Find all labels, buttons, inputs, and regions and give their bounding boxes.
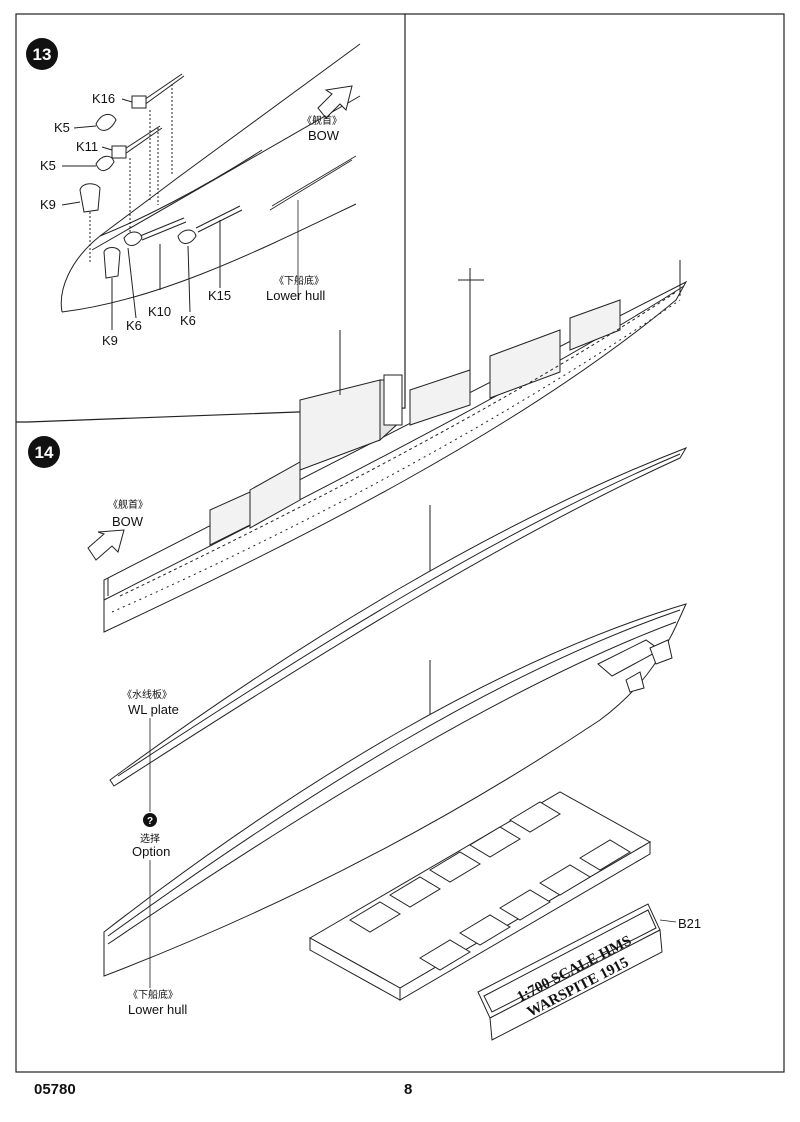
option-question-icon: ? — [143, 813, 157, 827]
step-14-badge: 14 — [28, 436, 60, 468]
part-label-k9-top: K9 — [40, 197, 56, 212]
bow-arrow-icon — [317, 85, 353, 119]
step13-lower-hull-label-en: Lower hull — [266, 288, 325, 303]
part-label-b21: B21 — [678, 916, 701, 931]
part-label-k16: K16 — [92, 91, 115, 106]
part-label-k6-left: K6 — [126, 318, 142, 333]
svg-text:?: ? — [147, 816, 153, 827]
svg-text:13: 13 — [33, 45, 52, 64]
step-13-divider — [16, 14, 406, 423]
part-label-k10: K10 — [148, 304, 171, 319]
wl-plate-label-cn: 《水线板》 — [122, 688, 172, 701]
part-label-k15: K15 — [208, 288, 231, 303]
stern-hull-drawing — [60, 43, 361, 313]
upper-hull-ship-drawing — [103, 260, 688, 633]
page-border — [15, 13, 785, 1073]
part-label-k5-mid: K5 — [40, 158, 56, 173]
propeller-parts — [61, 73, 243, 330]
step-13-badge: 13 — [26, 38, 58, 70]
wl-plate-drawing — [109, 447, 688, 787]
part-label-k5-top: K5 — [54, 120, 70, 135]
b21-leader — [659, 919, 677, 923]
step14-lower-hull-label-cn: 《下船底》 — [128, 988, 178, 1001]
step14-lower-hull-label-en: Lower hull — [128, 1002, 187, 1017]
step-14-panel: 14 — [28, 260, 701, 1041]
option-label-en: Option — [132, 844, 170, 859]
product-code: 05780 — [34, 1081, 76, 1098]
step14-bow-label-en: BOW — [112, 514, 144, 529]
option-label-cn: 选择 — [140, 832, 160, 845]
part-label-k6-right: K6 — [180, 313, 196, 328]
svg-text:14: 14 — [35, 443, 54, 462]
wl-plate-label-en: WL plate — [128, 702, 179, 717]
part-label-k9-bottom: K9 — [102, 333, 118, 348]
step13-bow-label-en: BOW — [308, 128, 340, 143]
step14-bow-label-cn: 《舰首》 — [108, 498, 148, 511]
step13-lower-hull-label-cn: 《下船底》 — [274, 274, 324, 287]
bow-arrow-icon — [87, 529, 125, 561]
step-13-panel: 13 — [16, 14, 406, 423]
part-label-k11: K11 — [76, 139, 98, 154]
step13-bow-label-cn: 《舰首》 — [302, 114, 342, 127]
lower-hull-drawing — [103, 603, 687, 977]
page-number: 8 — [404, 1081, 413, 1098]
display-stand-drawing — [308, 791, 663, 1041]
